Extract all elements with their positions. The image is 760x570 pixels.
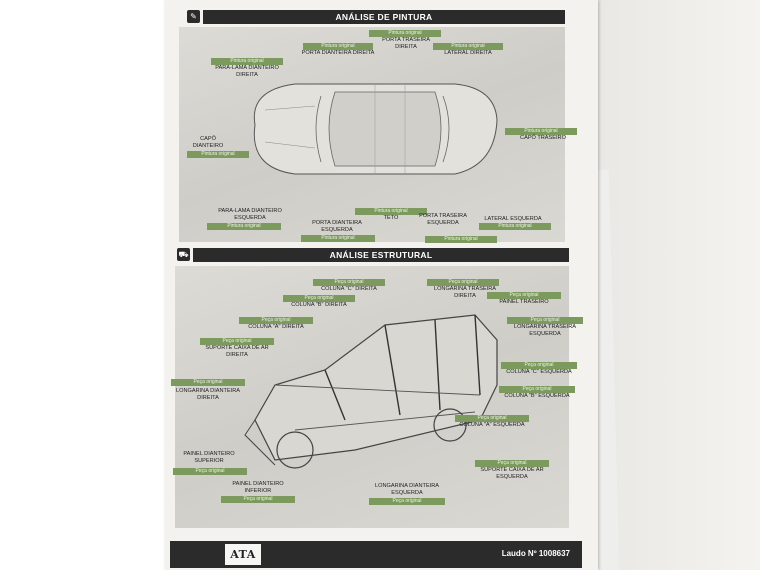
tag-painel-traseiro: Peça original	[487, 292, 561, 299]
tag-painel-dianteiro-superior: Peça original	[173, 468, 247, 475]
tag-longarina-traseira-direita: Peça original	[427, 279, 499, 286]
label-porta-dianteira-direita: PORTA DIANTEIRA DIREITA	[301, 50, 375, 56]
tag-porta-traseira-direita: Pintura original	[369, 30, 441, 37]
tag-suporte-caixa-de-ar-esquerda: Peça original	[475, 460, 549, 467]
label-porta-traseira-direita: PORTA TRASEIRA DIREITA	[382, 37, 430, 50]
label-capo-traseiro: CAPÔ TRASEIRO	[520, 135, 566, 141]
label-porta-dianteira-esquerda: PORTA DIANTEIRA ESQUERDA	[312, 220, 362, 233]
label-coluna-b-esquerda: COLUNA "B" ESQUERDA	[504, 393, 570, 399]
tag-longarina-dianteira-esquerda: Peça original	[369, 498, 445, 505]
label-suporte-caixa-de-ar-direita: SUPORTE CAIXA DE AR DIREITA	[205, 345, 269, 358]
label-longarina-dianteira-esquerda: LONGARINA DIANTEIRA ESQUERDA	[374, 483, 440, 496]
tag-suporte-caixa-de-ar-direita: Peça original	[200, 338, 274, 345]
tag-porta-dianteira-esquerda: Pintura original	[301, 235, 375, 242]
label-longarina-traseira-direita: LONGARINA TRASEIRA DIREITA	[433, 286, 497, 299]
laudo-number: Laudo Nº 1008637	[501, 549, 570, 558]
label-lateral-direita: LATERAL DIREITA	[444, 50, 492, 56]
tag-longarina-traseira-esquerda: Peça original	[507, 317, 583, 324]
label-porta-traseira-esquerda: PORTA TRASEIRA ESQUERDA	[419, 213, 467, 226]
label-painel-traseiro: PAINEL TRASEIRO	[499, 299, 549, 305]
label-lateral-esquerda: LATERAL ESQUERDA	[484, 216, 542, 222]
label-teto: TETO	[383, 215, 399, 221]
label-capo-dianteiro: CAPÔ DIANTEIRO	[192, 136, 224, 149]
ata-logo: ATA	[225, 544, 261, 565]
car-icon: ⛟	[177, 248, 190, 261]
section-title-estrutural: ANÁLISE ESTRUTURAL	[329, 250, 433, 260]
tag-coluna-b-direita: Peça original	[283, 295, 355, 302]
label-coluna-b-direita: COLUNA "B" DIREITA	[291, 302, 347, 308]
background-left	[0, 0, 165, 570]
label-suporte-caixa-de-ar-esquerda: SUPORTE CAIXA DE AR ESQUERDA	[480, 467, 544, 480]
label-para-lama-dianteiro-direita: PARA-LAMA DIANTEIRO DIREITA	[215, 65, 279, 78]
tag-coluna-a-direita: Peça original	[239, 317, 313, 324]
tag-longarina-dianteira-direita: Peça original	[171, 379, 245, 386]
tag-para-lama-dianteiro-esquerda: Pintura original	[207, 223, 281, 230]
tag-lateral-direita: Pintura original	[433, 43, 503, 50]
inspection-report-sheet: ✎ ANÁLISE DE PINTURA Pintura original PA…	[165, 0, 598, 570]
label-coluna-c-direita: COLUNA "C" DIREITA	[321, 286, 377, 292]
tag-capo-dianteiro: Pintura original	[187, 151, 249, 158]
tag-coluna-c-direita: Peça original	[313, 279, 385, 286]
tag-para-lama-dianteiro-direita: Pintura original	[211, 58, 283, 65]
label-longarina-traseira-esquerda: LONGARINA TRASEIRA ESQUERDA	[513, 324, 577, 337]
section-title-pintura: ANÁLISE DE PINTURA	[335, 12, 433, 22]
label-coluna-a-direita: COLUNA "A" DIREITA	[248, 324, 304, 330]
label-painel-dianteiro-superior: PAINEL DIANTEIRO SUPERIOR	[183, 451, 235, 464]
tag-painel-dianteiro-inferior: Peça original	[221, 496, 295, 503]
label-coluna-a-esquerda: COLUNA "A" ESQUERDA	[459, 422, 525, 428]
tag-teto: Pintura original	[355, 208, 427, 215]
car-top-view-diagram	[253, 83, 498, 175]
tag-capo-traseiro: Pintura original	[505, 128, 577, 135]
label-para-lama-dianteiro-esquerda: PARA-LAMA DIANTEIRO ESQUERDA	[218, 208, 282, 221]
tag-porta-traseira-esquerda: Pintura original	[425, 236, 497, 243]
tag-coluna-c-esquerda: Peça original	[501, 362, 577, 369]
tag-porta-dianteira-direita: Pintura original	[303, 43, 373, 50]
label-longarina-dianteira-direita: LONGARINA DIANTEIRA DIREITA	[175, 388, 241, 401]
tag-coluna-b-esquerda: Peça original	[499, 386, 575, 393]
label-coluna-c-esquerda: COLUNA "C" ESQUERDA	[506, 369, 572, 375]
car-structure-diagram	[244, 314, 498, 469]
tag-lateral-esquerda: Pintura original	[479, 223, 551, 230]
background-right	[598, 0, 760, 570]
footer-bar: ATA Laudo Nº 1008637	[170, 541, 582, 568]
paint-brush-icon: ✎	[187, 10, 200, 23]
label-painel-dianteiro-inferior: PAINEL DIANTEIRO INFERIOR	[232, 481, 284, 494]
section-bar-pintura: ANÁLISE DE PINTURA	[203, 10, 565, 24]
section-bar-estrutural: ANÁLISE ESTRUTURAL	[193, 248, 569, 262]
tag-coluna-a-esquerda: Peça original	[455, 415, 529, 422]
